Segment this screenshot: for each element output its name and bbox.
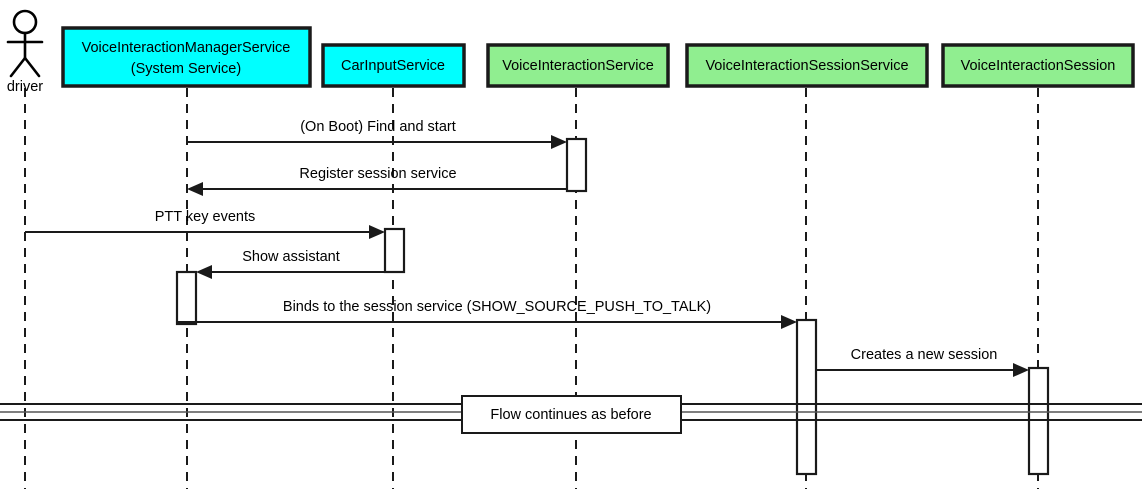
participant-box-voiceinteractionsessionservice[interactable]: [685, 43, 929, 88]
message-arrowhead-show-assistant: [196, 265, 212, 279]
activation-bar-voiceinteractionservice: [565, 137, 588, 193]
participant-label-vims-line2: (System Service): [131, 61, 241, 77]
participant-voiceinteractionsessionservice[interactable]: VoiceInteractionSessionService: [685, 43, 929, 88]
participant-label-voiceinteractionsession: VoiceInteractionSession: [961, 58, 1116, 74]
activation-bars-group: [175, 137, 1050, 476]
message-label-show-assistant: Show assistant: [242, 249, 340, 265]
message-arrowhead-register-session-service: [187, 182, 203, 196]
message-arrowhead-ptt-key-events: [369, 225, 385, 239]
participant-voiceinteractionservice[interactable]: VoiceInteractionService: [486, 43, 670, 88]
participant-box-voiceinteractionsession[interactable]: [941, 43, 1135, 88]
activation-bar-carinputservice: [383, 227, 406, 274]
message-show-assistant[interactable]: Show assistant: [196, 249, 404, 279]
message-label-register-session-service: Register session service: [299, 166, 456, 182]
message-label-ptt-key-events: PTT key events: [155, 209, 255, 225]
delay-divider-note-label: Flow continues as before: [490, 407, 651, 423]
participant-carinputservice[interactable]: CarInputService: [321, 43, 466, 88]
message-arrowhead-creates-a-new-session: [1013, 363, 1029, 377]
message-binds-to-session-service[interactable]: Binds to the session service (SHOW_SOURC…: [177, 299, 797, 329]
participant-box-carinputservice[interactable]: [321, 43, 466, 88]
participant-box-voiceinteractionservice[interactable]: [486, 43, 670, 88]
message-register-session-service[interactable]: Register session service: [187, 166, 567, 196]
participant-label-voiceinteractionservice: VoiceInteractionService: [502, 58, 654, 74]
participant-box-vims[interactable]: [61, 26, 312, 88]
message-arrowhead-on-boot-find-and-start: [551, 135, 567, 149]
actor-leg-right-icon: [23, 56, 41, 78]
delay-divider-note-box: [461, 395, 682, 434]
participant-vims[interactable]: VoiceInteractionManagerService (System S…: [61, 26, 312, 88]
actor-driver: driver: [6, 9, 44, 95]
actor-label-driver: driver: [7, 79, 43, 95]
message-label-creates-a-new-session: Creates a new session: [851, 347, 998, 363]
actor-leg-left-icon: [9, 56, 27, 78]
message-label-binds-to-session-service: Binds to the session service (SHOW_SOURC…: [283, 299, 711, 315]
activation-bar-voiceinteractionsessionservice: [795, 318, 818, 476]
participant-label-carinputservice: CarInputService: [341, 58, 445, 74]
message-creates-a-new-session[interactable]: Creates a new session: [816, 347, 1029, 377]
message-ptt-key-events[interactable]: PTT key events: [25, 209, 385, 239]
message-on-boot-find-and-start[interactable]: (On Boot) Find and start: [187, 119, 567, 149]
actor-head-icon: [12, 9, 38, 35]
message-label-on-boot-find-and-start: (On Boot) Find and start: [300, 119, 456, 135]
delay-divider: Flow continues as before: [0, 395, 1142, 434]
participant-label-vims-line1: VoiceInteractionManagerService: [82, 40, 291, 56]
activation-bar-vims: [175, 270, 198, 326]
participant-voiceinteractionsession[interactable]: VoiceInteractionSession: [941, 43, 1135, 88]
message-arrowhead-binds-to-session-service: [781, 315, 797, 329]
participant-label-voiceinteractionsessionservice: VoiceInteractionSessionService: [705, 58, 908, 74]
